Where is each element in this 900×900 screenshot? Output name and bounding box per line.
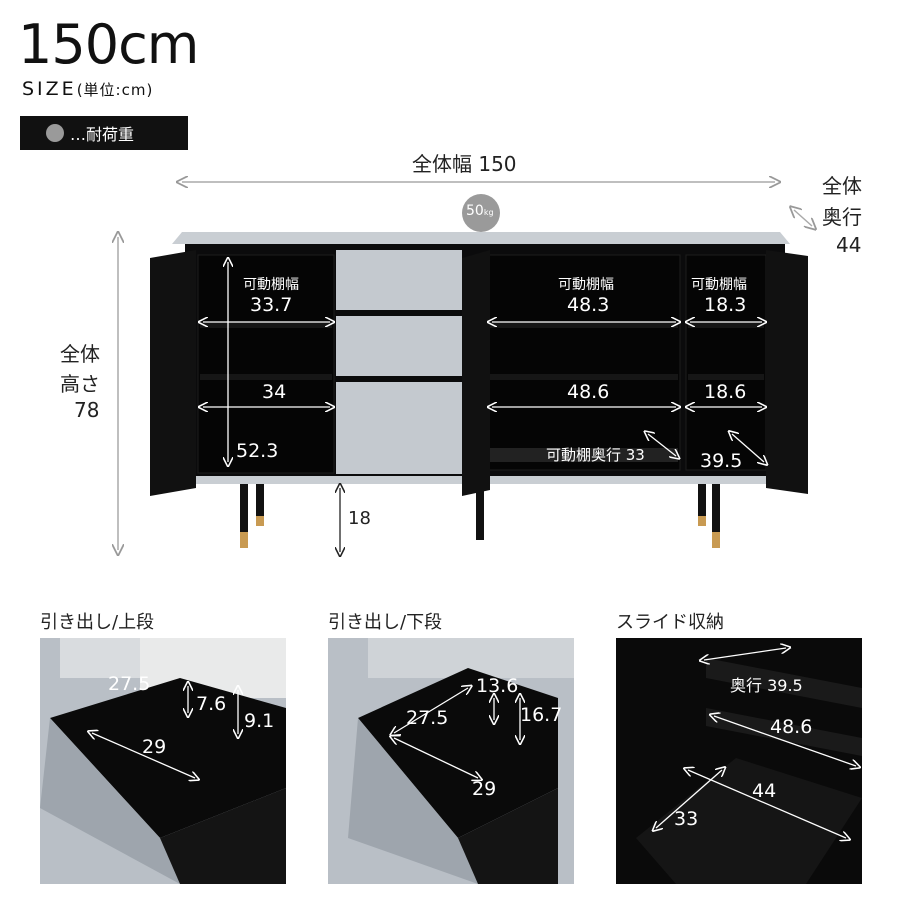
lower-drawer-dim-c: 16.7 — [520, 704, 563, 726]
overall-height-label-1: 全体 — [60, 342, 100, 366]
panel-title-lower-drawer: 引き出し/下段 — [328, 612, 443, 633]
upper-drawer-photo — [40, 638, 286, 884]
right-door — [766, 250, 808, 494]
lower-drawer-dim-b: 27.5 — [406, 707, 449, 729]
size-text: SIZE — [22, 78, 77, 100]
overall-height-value: 78 — [74, 398, 100, 422]
slide-storage-dim-c: 44 — [752, 780, 777, 802]
center-shelf-width: 48.3 — [567, 294, 610, 316]
upper-drawer-dim-a: 27.5 — [108, 673, 151, 695]
cabinet-top — [172, 232, 790, 244]
left-inner-width: 34 — [262, 381, 287, 403]
slide-storage-dim-d: 33 — [674, 808, 699, 830]
right-shelf-label: 可動棚幅 — [691, 277, 747, 293]
right-inner-depth: 39.5 — [700, 450, 743, 472]
load-badge-label: 50kg — [466, 203, 494, 219]
slide-storage-photo — [616, 638, 862, 884]
lower-drawer-photo — [328, 638, 574, 884]
right-inner-width: 18.6 — [704, 381, 747, 403]
upper-drawer-dim-b: 7.6 — [196, 693, 227, 715]
load-badge-unit: kg — [483, 208, 494, 217]
leg-height-label: 18 — [348, 508, 371, 529]
center-shelf-label: 可動棚幅 — [558, 277, 614, 293]
drawer-top — [336, 250, 462, 310]
load-badge-icon — [462, 194, 500, 232]
slide-storage-dim-b: 48.6 — [770, 716, 813, 738]
drawer-bottom — [336, 382, 462, 474]
left-shelf-width: 33.7 — [250, 294, 293, 316]
load-badge-value: 50 — [466, 203, 484, 219]
slide-storage-dim-a: 奥行 39.5 — [730, 676, 803, 695]
center-door — [462, 250, 490, 496]
load-dot-icon — [46, 124, 64, 142]
overall-depth-arrow — [794, 210, 812, 226]
load-legend: …耐荷重 — [20, 116, 188, 150]
panel-title-upper-drawer: 引き出し/上段 — [40, 612, 155, 633]
left-shelf-label: 可動棚幅 — [243, 277, 299, 293]
size-unit: (単位:cm) — [76, 81, 154, 99]
lower-drawer-dim-a: 13.6 — [476, 675, 519, 697]
right-shelf-width: 18.3 — [704, 294, 747, 316]
drawer-middle — [336, 316, 462, 376]
overall-depth-label-1: 全体 — [822, 174, 862, 198]
sideboard-diagram — [0, 0, 900, 600]
panel-title-slide-storage: スライド収納 — [616, 612, 724, 633]
size-label: SIZE(単位:cm) — [22, 78, 153, 100]
slide-shelf — [490, 448, 678, 462]
overall-depth-label-2: 奥行 — [822, 205, 862, 229]
lower-drawer-dim-d: 29 — [472, 778, 497, 800]
upper-drawer-dim-d: 29 — [142, 736, 167, 758]
upper-drawer-dim-c: 9.1 — [244, 710, 275, 732]
overall-width-label: 全体幅 150 — [412, 152, 517, 176]
page-title: 150cm — [18, 13, 199, 76]
center-inner-width: 48.6 — [567, 381, 610, 403]
left-inner-height: 52.3 — [236, 440, 279, 462]
left-door — [150, 250, 196, 496]
center-shelf-depth: 可動棚奥行 33 — [546, 446, 645, 464]
overall-depth-value: 44 — [836, 233, 862, 257]
legend-text: …耐荷重 — [70, 125, 135, 144]
overall-height-label-2: 高さ — [60, 372, 100, 396]
